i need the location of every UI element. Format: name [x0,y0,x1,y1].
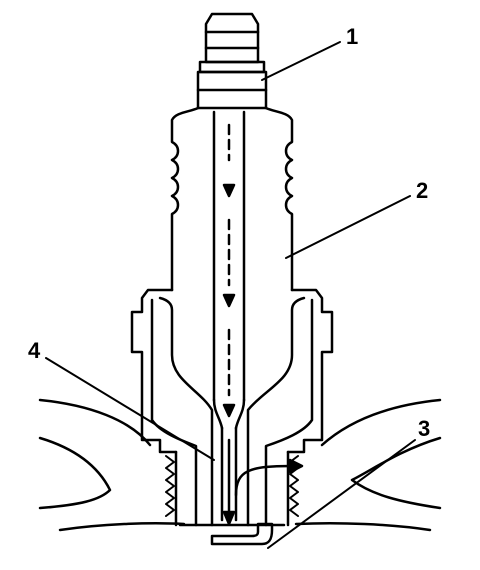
center-electrode [212,110,246,526]
insulator [170,106,294,292]
callout-2: 2 [416,178,428,203]
leader-line-1 [261,41,341,81]
callout-3: 3 [418,416,430,441]
callout-labels: 1 2 3 4 [28,24,430,441]
leader-line-4 [45,357,215,461]
callout-1: 1 [346,24,358,49]
leader-lines [45,41,416,549]
leader-line-3 [267,439,416,549]
ground-electrode [210,522,274,546]
leader-line-2 [285,195,411,259]
terminal-nut [196,12,268,110]
metal-shell [130,288,334,527]
callout-4: 4 [28,338,41,363]
heat-flow-arrow [234,458,304,497]
